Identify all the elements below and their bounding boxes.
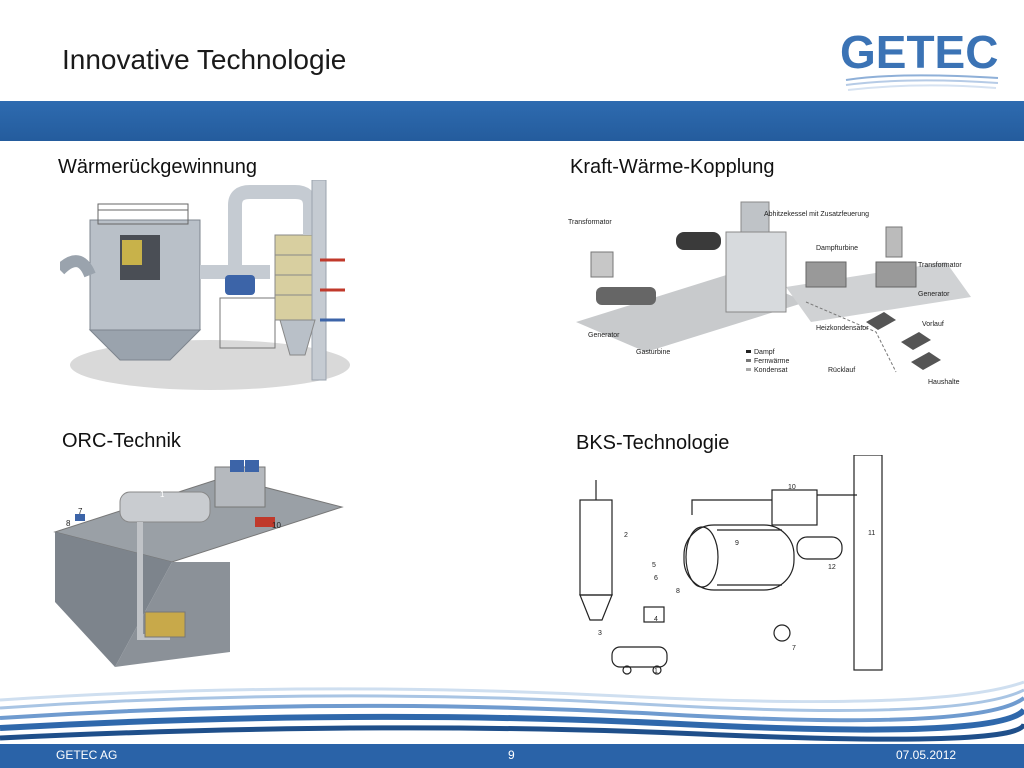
bks-number-11: 11 [868,530,875,537]
label-bks-technologie: BKS-Technologie [576,432,730,454]
chp-illustration: Transformator Abhitzekessel mit Zusatzfe… [568,201,971,386]
kwk-label-generator-left: Generator [588,332,620,339]
kwk-label-heizkondensator: Heizkondensator [816,325,869,332]
logo-text: GETEC [840,26,998,78]
orc-number-1: 1 [160,490,165,499]
heat-recovery-illustration [60,180,350,390]
orc-number-8: 8 [66,519,71,528]
bks-number-6: 6 [654,575,658,582]
kwk-legend-kondensat: Kondensat [754,367,788,374]
kwk-label-ruecklauf: Rücklauf [828,367,855,374]
kwk-label-haushalte: Haushalte [928,379,960,386]
kwk-legend-dampf: Dampf [754,349,775,356]
footer-company: GETEC AG [56,748,118,762]
orc-illustration: 1 7 8 10 [53,460,344,667]
bks-number-4: 4 [654,616,658,623]
footer-bar [0,744,1024,768]
bks-number-9: 9 [735,540,739,547]
orc-number-7: 7 [78,507,83,516]
bks-number-1: 1 [654,668,658,675]
bks-illustration: 1 2 3 4 5 6 7 8 9 10 11 12 [579,455,883,675]
getec-logo: GETEC [840,26,998,91]
kwk-legend-fernwaerme: Fernwärme [754,358,790,365]
kwk-label-dampfturbine: Dampfturbine [816,245,858,252]
decorative-waves [0,680,1024,742]
label-waermerueckgewinnung: Wärmerückgewinnung [58,156,257,178]
kwk-label-gasturbine: Gasturbine [636,349,670,356]
bks-number-12: 12 [828,564,836,571]
footer-date: 07.05.2012 [896,748,957,762]
bks-number-2: 2 [624,532,628,539]
bks-number-5: 5 [652,562,656,569]
footer-page-number: 9 [508,748,515,762]
kwk-label-abhitzekessel: Abhitzekessel mit Zusatzfeuerung [764,211,869,218]
bks-number-7: 7 [792,645,796,652]
bks-number-3: 3 [598,630,602,637]
kwk-label-generator-right: Generator [918,291,950,298]
kwk-label-vorlauf: Vorlauf [922,321,944,328]
slide-title: Innovative Technologie [62,44,347,75]
label-orc-technik: ORC-Technik [62,430,181,452]
bks-number-10: 10 [788,484,796,491]
label-kraft-waerme-kopplung: Kraft-Wärme-Kopplung [570,156,775,178]
header-band [0,101,1024,141]
kwk-label-transformator-left: Transformator [568,219,612,226]
orc-number-10: 10 [272,521,281,530]
kwk-label-transformator-right: Transformator [918,262,962,269]
bks-number-8: 8 [676,588,680,595]
